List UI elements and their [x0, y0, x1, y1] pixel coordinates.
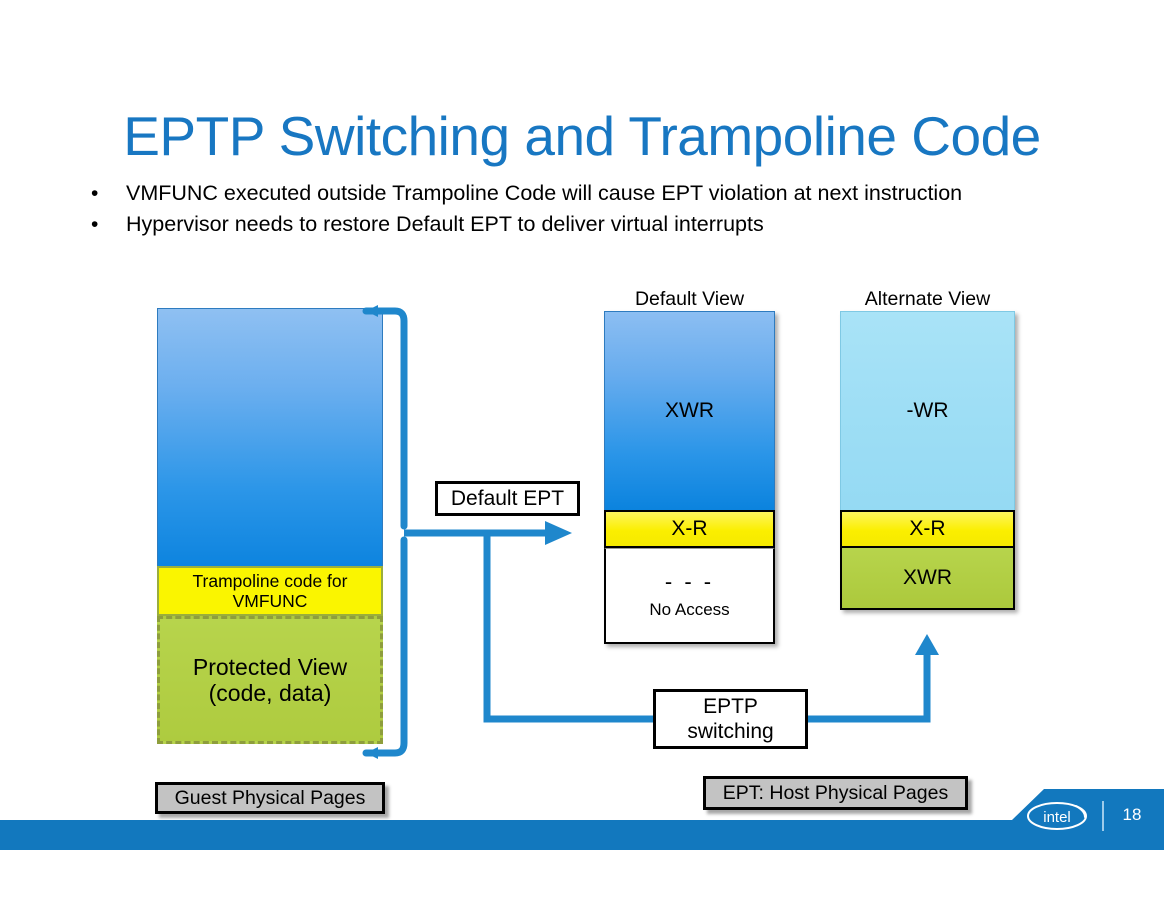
default-view-segment-no-access: - - - No Access	[604, 548, 775, 644]
default-view-segment-xwr: XWR	[604, 311, 775, 510]
default-view-segment-xr: X-R	[604, 510, 775, 548]
guest-physical-pages-stack: Trampoline code for VMFUNC Protected Vie…	[157, 308, 383, 744]
alternate-view-segment-xwr: XWR	[840, 548, 1015, 610]
footer-divider	[1102, 801, 1104, 831]
guest-physical-pages-caption: Guest Physical Pages	[155, 782, 385, 814]
protected-view-label-line1: Protected View	[192, 653, 348, 680]
bullet-text-2: Hypervisor needs to restore Default EPT …	[126, 212, 764, 236]
bullet-item-1: • VMFUNC executed outside Trampoline Cod…	[86, 179, 986, 208]
alternate-view-segment-wr: -WR	[840, 311, 1015, 510]
bullet-marker-icon: •	[91, 182, 99, 205]
eptp-switching-line1: EPTP	[703, 694, 758, 718]
ept-host-physical-pages-caption: EPT: Host Physical Pages	[703, 776, 968, 810]
page-title: EPTP Switching and Trampoline Code	[123, 105, 1041, 167]
no-access-label: No Access	[649, 600, 730, 619]
no-access-dashes: - - -	[664, 569, 715, 594]
bullet-item-2: • Hypervisor needs to restore Default EP…	[86, 210, 986, 239]
guest-segment-trampoline: Trampoline code for VMFUNC	[157, 566, 383, 616]
guest-segment-blue	[157, 308, 383, 566]
alternate-view-header: Alternate View	[864, 288, 991, 310]
trampoline-label-line2: VMFUNC	[232, 591, 308, 611]
default-view-header: Default View	[634, 288, 745, 310]
svg-text:intel: intel	[1043, 809, 1071, 826]
bullet-text-1: VMFUNC executed outside Trampoline Code …	[126, 181, 963, 205]
bullet-list: • VMFUNC executed outside Trampoline Cod…	[86, 179, 986, 241]
footer-bar	[0, 820, 1164, 850]
alternate-view-segment-xr: X-R	[840, 510, 1015, 548]
default-ept-callout: Default EPT	[435, 481, 580, 516]
intel-logo-icon: intel	[1027, 802, 1087, 830]
eptp-switching-callout: EPTP switching	[653, 689, 808, 749]
bullet-marker-icon: •	[91, 213, 99, 236]
trampoline-label-line1: Trampoline code for	[192, 570, 348, 591]
guest-segment-protected-view: Protected View (code, data)	[157, 616, 383, 744]
alternate-view-stack: -WR X-R XWR	[840, 311, 1015, 610]
page-number: 18	[1122, 805, 1142, 824]
protected-view-label-line2: (code, data)	[208, 680, 332, 706]
footer-brand-tab	[1012, 789, 1164, 850]
default-view-stack: XWR X-R - - - No Access	[604, 311, 775, 644]
eptp-switching-line2: switching	[687, 720, 774, 743]
